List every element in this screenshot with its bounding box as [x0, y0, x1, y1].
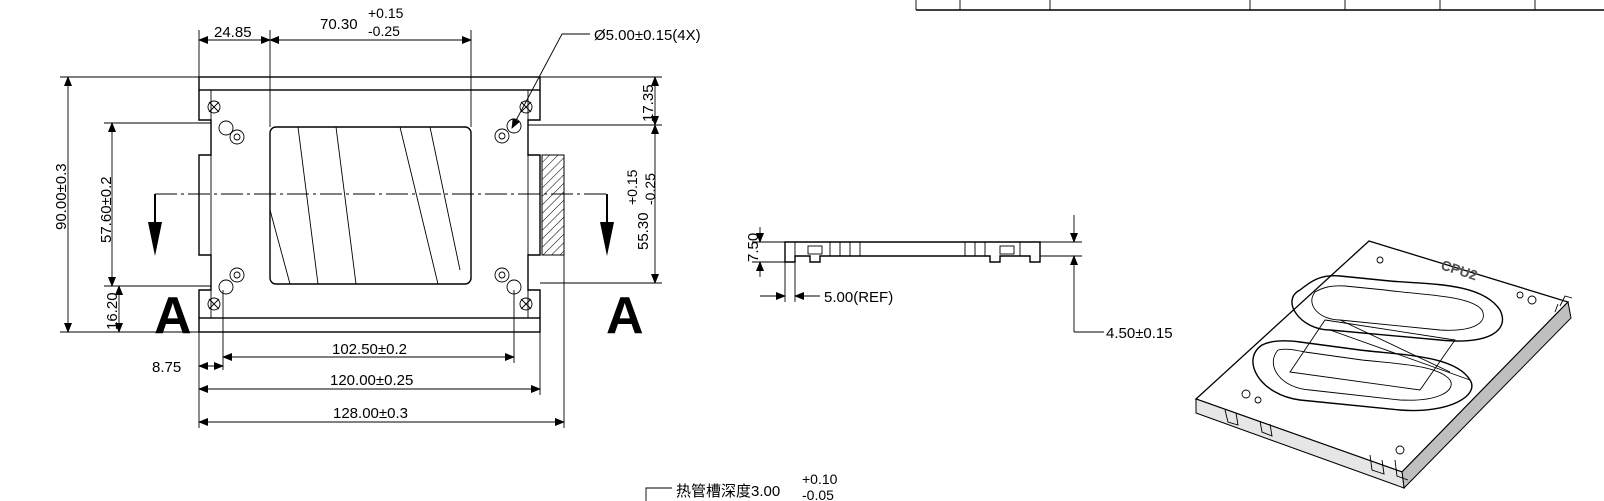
dim-top-center: 70.30: [320, 16, 358, 33]
section-label-right: A: [606, 287, 644, 345]
dim-width-holes: 102.50±0.2: [332, 341, 407, 358]
section-label-left: A: [154, 287, 192, 345]
dim-side-height: 7.50: [745, 233, 762, 262]
dim-height-total: 90.00±0.3: [53, 163, 70, 230]
dim-right-top: 17.35: [640, 84, 657, 122]
dim-width-inner: 120.00±0.25: [330, 372, 413, 389]
front-view-dimensions: 24.85 70.30 +0.15 -0.25 Ø5.00±0.15(4X) 9…: [53, 5, 701, 428]
dim-top-left: 24.85: [214, 24, 252, 41]
dim-groove-depth: 热管槽深度3.00: [676, 483, 780, 500]
dim-height-inner: 57.60±0.2: [98, 176, 115, 243]
dim-hole-offset: 8.75: [152, 359, 181, 376]
groove-depth-note: 热管槽深度3.00 +0.10 -0.05: [645, 471, 838, 501]
mounting-holes: [207, 100, 533, 311]
title-block-fragment: [915, 0, 1604, 11]
side-view: 7.50 5.00(REF) 4.50±0.15: [745, 215, 1173, 342]
front-view: A A: [148, 76, 644, 345]
dim-groove-minus: -0.05: [802, 487, 834, 501]
dim-bottom-offset: 16.20: [104, 292, 121, 330]
dim-right-height-plus: +0.15: [624, 169, 640, 205]
dim-top-center-plus: +0.15: [368, 5, 404, 21]
dim-groove-plus: +0.10: [802, 471, 838, 487]
dim-width-total: 128.00±0.3: [333, 405, 408, 422]
dim-hole-callout: Ø5.00±0.15(4X): [594, 27, 701, 44]
dim-top-center-minus: -0.25: [368, 23, 400, 39]
dim-side-ref: 5.00(REF): [824, 289, 893, 306]
dim-right-height-minus: -0.25: [642, 173, 658, 205]
isometric-view: CPU2: [1194, 240, 1573, 490]
dim-side-depth: 4.50±0.15: [1106, 325, 1173, 342]
dim-right-height: 55.30: [635, 212, 652, 250]
